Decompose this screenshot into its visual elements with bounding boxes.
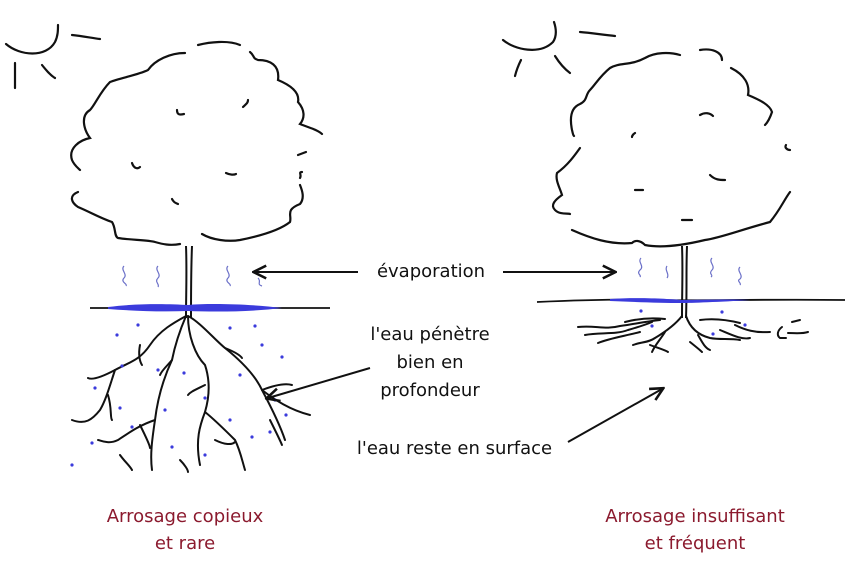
vapor-right <box>638 257 742 286</box>
ground-right <box>536 298 846 303</box>
tree-canopy-right <box>551 48 792 248</box>
evaporation-label: évaporation <box>376 261 486 282</box>
water-drops-right <box>639 309 747 336</box>
shallow-roots <box>577 315 809 353</box>
deep-roots <box>71 315 311 473</box>
trunk-left <box>185 245 193 319</box>
arrow-surface-water <box>567 389 662 443</box>
ground-left <box>90 304 330 312</box>
water-layer-thick <box>108 304 282 312</box>
deep-water-label-line3: profondeur <box>380 380 480 401</box>
caption-left-line2: et rare <box>154 533 216 554</box>
caption-right: Arrosage insuffisant et fréquent <box>575 503 815 557</box>
arrows <box>255 272 662 443</box>
deep-water-label-line2: bien en <box>396 352 464 373</box>
sun-icon-left <box>4 23 102 90</box>
deep-water-label-line1: l'eau pénètre <box>370 324 490 345</box>
sun-icon-right <box>501 20 617 78</box>
water-drops-left <box>70 323 288 467</box>
caption-right-line2: et fréquent <box>644 533 746 554</box>
caption-right-line1: Arrosage insuffisant <box>605 506 785 527</box>
arrow-deep-water <box>268 367 371 398</box>
water-layer-thin <box>610 298 750 303</box>
tree-canopy-left <box>70 40 324 246</box>
trunk-right <box>681 245 688 319</box>
caption-left-line1: Arrosage copieux <box>106 506 264 527</box>
surface-water-label: l'eau reste en surface <box>356 438 553 459</box>
vapor-left <box>122 265 263 288</box>
deep-water-label: l'eau pénètre bien en profondeur <box>355 321 505 405</box>
caption-left: Arrosage copieux et rare <box>95 503 275 557</box>
